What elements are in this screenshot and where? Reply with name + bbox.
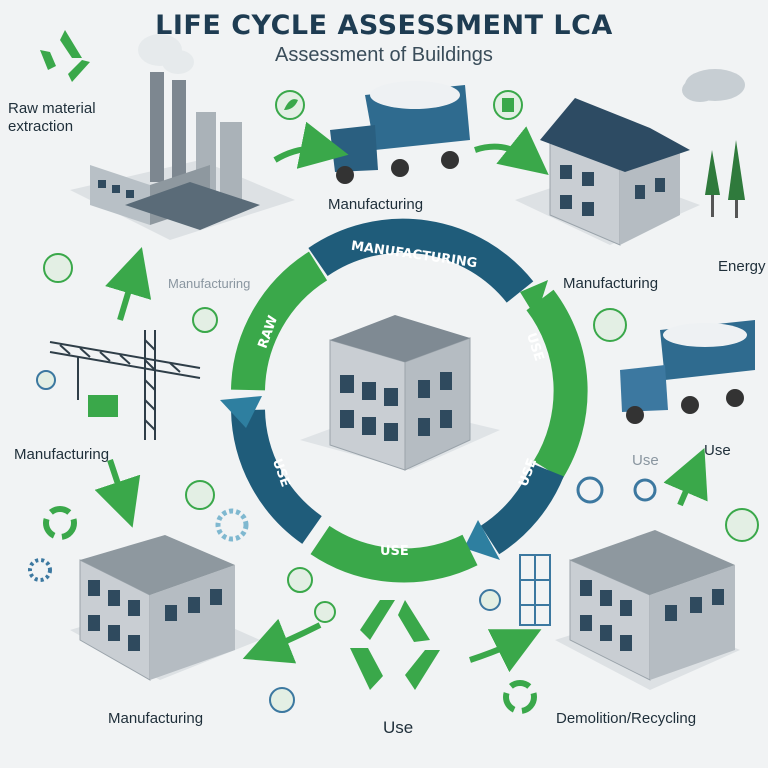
page-subtitle: Assessment of Buildings bbox=[275, 44, 493, 66]
truck-icon-right bbox=[620, 320, 755, 424]
label-energy-right: Energy bbox=[718, 258, 766, 275]
leaf-icon-2 bbox=[493, 90, 523, 120]
label-manufacturing-top: Manufacturing bbox=[328, 196, 424, 213]
building-bottom-right-icon bbox=[519, 530, 740, 690]
label-use-bottom: Use bbox=[383, 718, 414, 737]
label-use-right-faint: Use bbox=[632, 452, 659, 469]
label-manufacturing-bottom: Manufacturing bbox=[108, 710, 204, 727]
crane-icon bbox=[49, 330, 201, 440]
building-bottom-left-icon bbox=[70, 535, 260, 681]
label-use-right: Use bbox=[704, 442, 731, 459]
recycle-icon bbox=[40, 30, 90, 82]
tree-icon bbox=[705, 140, 745, 218]
recycle-icon-small-left bbox=[43, 506, 77, 540]
recycle-icon-small-bottom bbox=[503, 680, 537, 714]
label-raw-material: Raw material extraction bbox=[8, 100, 96, 135]
ring-label-bottom: USE bbox=[380, 544, 409, 559]
house-icon bbox=[515, 69, 745, 246]
gear-icon bbox=[28, 253, 657, 582]
label-demolition-recycling: Demolition/Recycling bbox=[556, 710, 697, 727]
central-building-icon bbox=[300, 315, 500, 471]
label-manufacturing-left-faint: Manufacturing bbox=[168, 276, 251, 291]
leaf-icon bbox=[275, 90, 305, 120]
page-title: LIFE CYCLE ASSESSMENT LCA bbox=[155, 10, 613, 41]
recycle-icon-big bbox=[350, 600, 440, 690]
cloud-icon bbox=[682, 69, 745, 102]
label-manufacturing-right: Manufacturing bbox=[563, 275, 659, 292]
label-manufacturing-left: Manufacturing bbox=[14, 446, 110, 463]
factory-icon bbox=[70, 34, 295, 240]
lifecycle-ring: MANUFACTURING USE RAW USE USE USE bbox=[220, 218, 588, 583]
truck-icon bbox=[330, 81, 470, 184]
flow-arrows bbox=[94, 121, 708, 673]
scaffold-icon bbox=[519, 554, 551, 626]
badge-icons bbox=[36, 307, 759, 713]
